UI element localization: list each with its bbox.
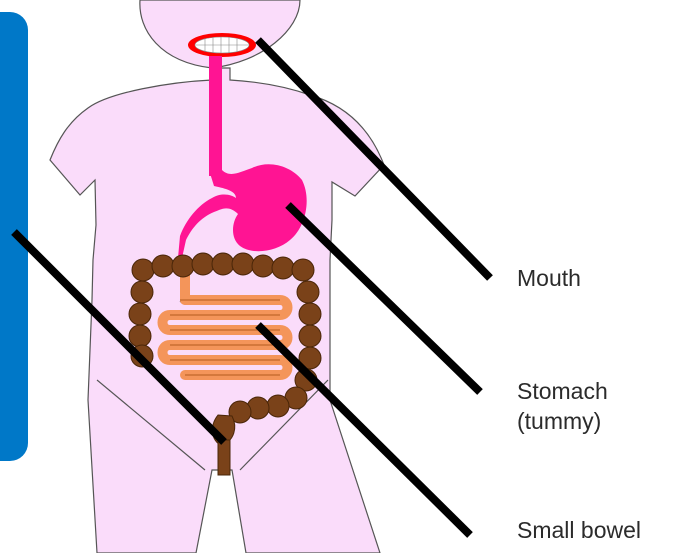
label-stomach-text: Stomach: [517, 376, 608, 406]
mouth: [188, 33, 256, 57]
label-mouth: Mouth: [517, 263, 581, 293]
label-small-bowel: Small bowel: [517, 515, 641, 545]
label-mouth-text: Mouth: [517, 263, 581, 293]
label-stomach: Stomach (tummy): [517, 376, 608, 436]
label-small-bowel-text: Small bowel: [517, 515, 641, 545]
label-stomach-subtext: (tummy): [517, 406, 608, 436]
